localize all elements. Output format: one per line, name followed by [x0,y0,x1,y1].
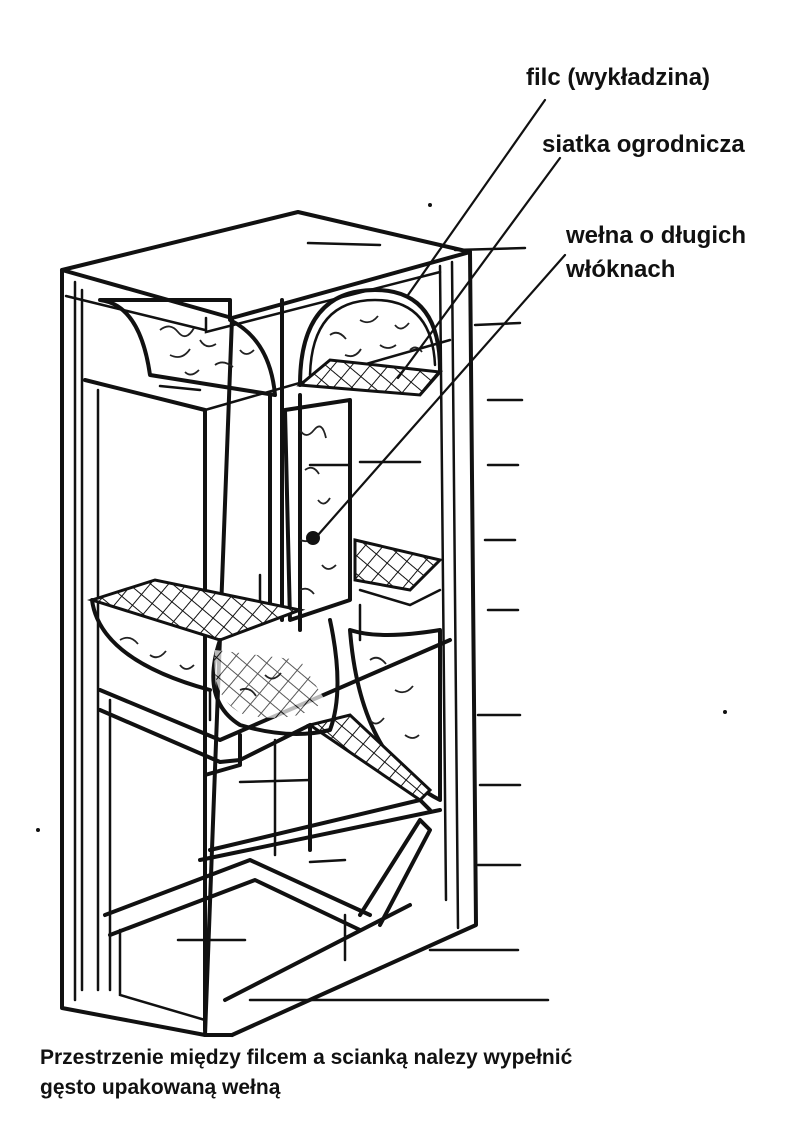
label-leaders [316,98,567,537]
wool-lower-right [306,628,442,802]
caption: Przestrzenie między filcem a scianką nal… [40,1043,572,1103]
wool-central-column [283,398,352,622]
label-long-fibre-wool: wełna o długich włóknach [566,219,746,287]
wool-left-middle [87,578,340,736]
label-wool-line2: włóknach [566,256,676,283]
label-garden-mesh: siatka ogrodnicza [542,131,745,158]
wool-top-right [296,288,444,397]
reference-ticks [248,246,550,1002]
mesh-shelf-middle [353,538,443,642]
wool-top-left [98,298,277,397]
label-wool-line1: wełna o długich [566,222,747,249]
inner-pointers [36,203,727,942]
label-felt-lining: filc (wykładzina) [526,64,711,91]
caption-line2: gęsto upakowaną wełną [40,1076,281,1099]
cabinet-outline [60,210,478,1037]
caption-line1: Przestrzenie między filcem a scianką nal… [40,1046,573,1069]
